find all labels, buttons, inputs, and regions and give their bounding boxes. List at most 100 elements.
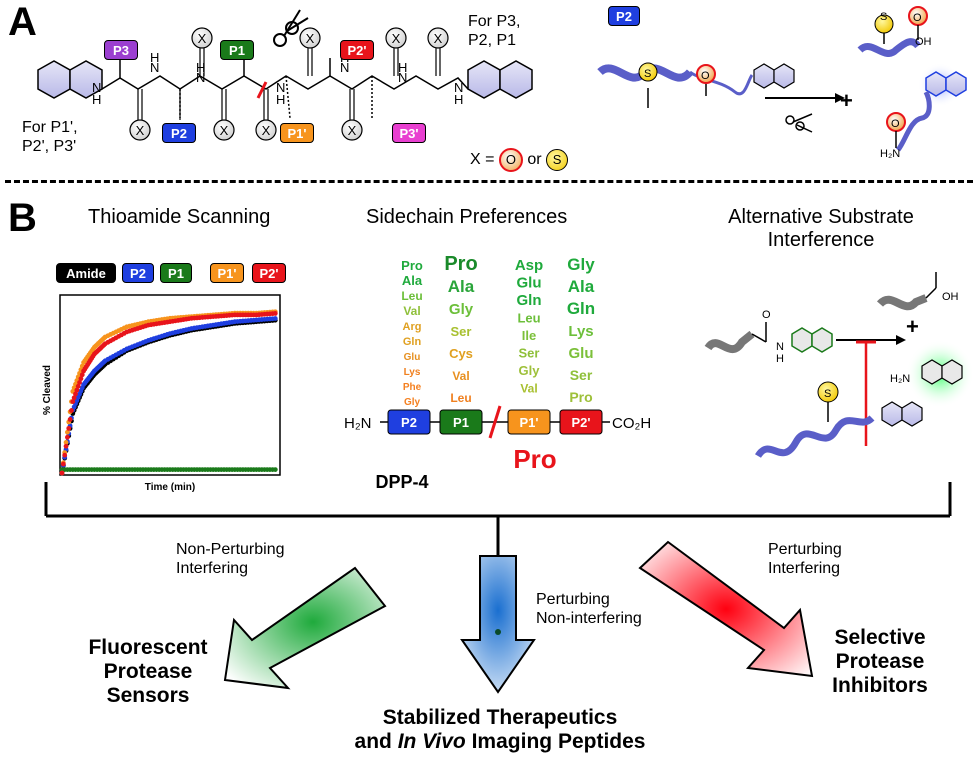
interference-scheme: O H N OH + H₂N S: [704, 272, 974, 459]
residue-p2-arg: Arg: [403, 321, 422, 333]
plus-sign: +: [840, 88, 853, 113]
svg-text:N: N: [150, 60, 159, 75]
residue-p2p-pro: Pro: [569, 389, 592, 405]
data-point-p2p: [272, 311, 278, 316]
svg-text:H: H: [150, 50, 159, 65]
outcome-bracket: [44, 482, 952, 556]
panel-b-letter: B: [8, 196, 37, 240]
data-point-p2p: [78, 376, 84, 382]
residue-p1-ser: Ser: [451, 324, 472, 339]
residue-p2p-gln: Gln: [567, 299, 595, 318]
svg-text:S: S: [824, 388, 831, 400]
residue-p2p-gly: Gly: [567, 255, 595, 274]
residue-p2-leu: Leu: [401, 289, 422, 303]
svg-text:N: N: [340, 60, 349, 75]
data-point-p2p: [67, 417, 73, 422]
residue-p1-pro: Pro: [444, 253, 477, 275]
svg-text:N: N: [398, 70, 407, 85]
x-atom: X: [136, 123, 145, 138]
residue-p1p-gly: Gly: [519, 363, 541, 378]
residue-p1-val: Val: [452, 369, 469, 383]
seq-p1p: P1': [520, 415, 539, 430]
data-point-p2p: [69, 408, 74, 413]
panel-a-structure: HN NH HN HN NH HN HN X X X X X X X X: [37, 6, 967, 152]
blue-arrow: [460, 555, 536, 694]
o-atom-label: O: [701, 70, 710, 82]
for-p1p-p2p-p3p-label: For P1',P2', P3': [22, 119, 78, 155]
legend-p2: P2: [122, 263, 154, 283]
residue-p2-pro: Pro: [401, 258, 423, 273]
plus-sign: +: [906, 314, 919, 339]
badge-p3p: P3': [392, 123, 426, 143]
data-point-p2p: [70, 399, 76, 404]
badge-p1p: P1': [280, 123, 314, 143]
data-point-p2: [272, 316, 278, 321]
svg-text:H: H: [776, 353, 784, 365]
seq-p1: P1: [453, 415, 469, 430]
badge-p1: P1: [220, 40, 254, 60]
x-atom: X: [306, 31, 315, 46]
seq-co2h: CO₂H: [612, 415, 651, 432]
s-atom-label: S: [880, 11, 887, 23]
data-point-p2p: [73, 391, 78, 397]
data-point-p2p: [60, 461, 66, 467]
red-arrow: [638, 540, 814, 678]
o-atom-label: O: [891, 118, 900, 130]
data-point-p1p: [65, 429, 70, 435]
residue-p1p-gln: Gln: [517, 292, 542, 309]
residue-p1p-val: Val: [520, 382, 537, 396]
residue-p2-val: Val: [403, 304, 420, 318]
svg-text:H: H: [454, 92, 463, 107]
data-point-p2p: [75, 383, 81, 389]
residue-p2p-glu: Glu: [569, 345, 594, 362]
badge-p3: P3: [104, 40, 138, 60]
x-atom: X: [198, 31, 207, 46]
naphthalene-right-icon: [467, 60, 533, 99]
svg-text:O: O: [762, 309, 771, 321]
x-atom: X: [434, 31, 443, 46]
legend-p2p: P2': [252, 263, 286, 283]
badge-p2p: P2': [340, 40, 374, 60]
title-sidechain-preferences: Sidechain Preferences: [366, 206, 568, 228]
residue-p1p-ser: Ser: [519, 346, 540, 361]
outcome-stabilized-therapeutics: Stabilized Therapeutics and In Vivo Imag…: [354, 706, 646, 753]
residue-p2-ala: Ala: [402, 273, 423, 288]
residue-p1-leu: Leu: [450, 391, 471, 405]
residue-p1-gly: Gly: [449, 301, 474, 318]
panel-a-letter: A: [8, 0, 37, 44]
residue-p1p-glu: Glu: [517, 275, 542, 292]
section-divider: [5, 180, 973, 183]
seq-p2p: P2': [572, 415, 591, 430]
legend-amide: Amide: [56, 263, 116, 283]
h2n-label: H₂N: [880, 148, 901, 160]
data-point-p1: [272, 467, 278, 472]
svg-text:H: H: [398, 60, 407, 75]
residue-p2-gln: Gln: [403, 336, 422, 348]
substrate-helix-icon: [704, 330, 755, 353]
enzyme-label: DPP-4: [375, 472, 428, 492]
residue-p2-glu: Glu: [404, 352, 421, 363]
badge-p2: P2: [162, 123, 196, 143]
residue-p1p-leu: Leu: [517, 311, 540, 326]
green-arrow: [223, 566, 387, 690]
h2n-label: H₂N: [890, 373, 910, 385]
residue-p2-phe: Phe: [403, 382, 422, 393]
svg-text:H: H: [92, 92, 101, 107]
residue-p2p-ser: Ser: [570, 367, 593, 383]
seq-p2: P2: [401, 415, 417, 430]
data-point-p2p: [62, 452, 68, 458]
sidechain-preferences: ProAlaLeuValArgGlnGluLysPheGlyProAlaGlyS…: [344, 253, 651, 492]
scissors-small-icon: [785, 113, 813, 133]
chart-ylabel: % Cleaved: [42, 365, 53, 415]
s-atom-icon: S: [546, 149, 569, 171]
svg-text:N: N: [276, 80, 285, 95]
svg-text:H: H: [276, 92, 285, 107]
residue-p2p-lys: Lys: [568, 323, 593, 340]
residue-p1p-ile: Ile: [522, 328, 536, 343]
residue-p1-ala: Ala: [448, 277, 475, 296]
